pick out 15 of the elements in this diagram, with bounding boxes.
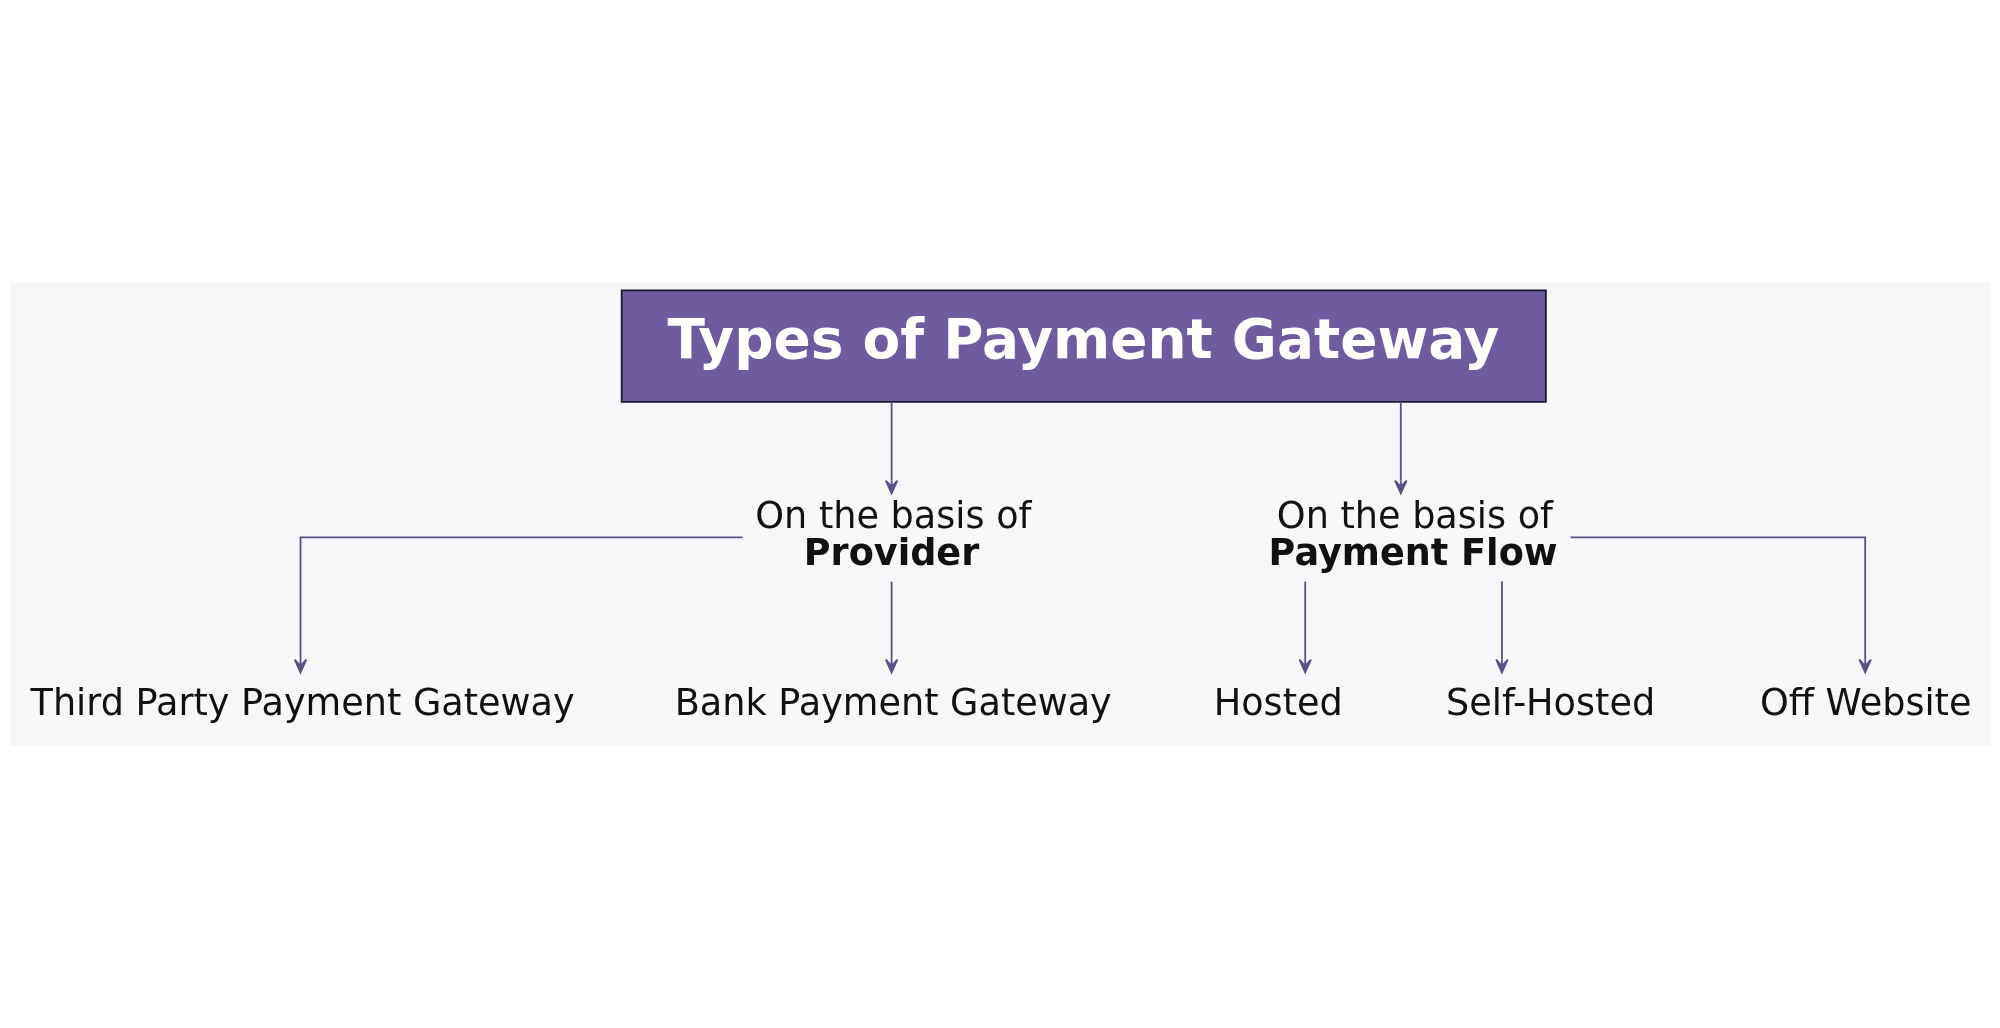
node-text: Self-Hosted (1445, 680, 1655, 724)
arrow (293, 535, 743, 673)
arrow (884, 580, 898, 673)
node-box: Types of Payment Gateway (620, 288, 1547, 403)
arrow (1494, 580, 1509, 673)
node-text: On the basis of Provider (754, 493, 1031, 574)
arrow (1569, 535, 1872, 673)
arrow (1393, 400, 1407, 494)
node-text: Bank Payment Gateway (674, 680, 1112, 724)
node-text: Off Website (1759, 680, 1971, 724)
node-text: On the basis of Payment Flow (1268, 493, 1558, 574)
node-text: Third Party Payment Gateway (30, 680, 575, 724)
node-text: Hosted (1213, 680, 1343, 724)
arrow (1298, 580, 1312, 673)
arrow (884, 400, 898, 494)
